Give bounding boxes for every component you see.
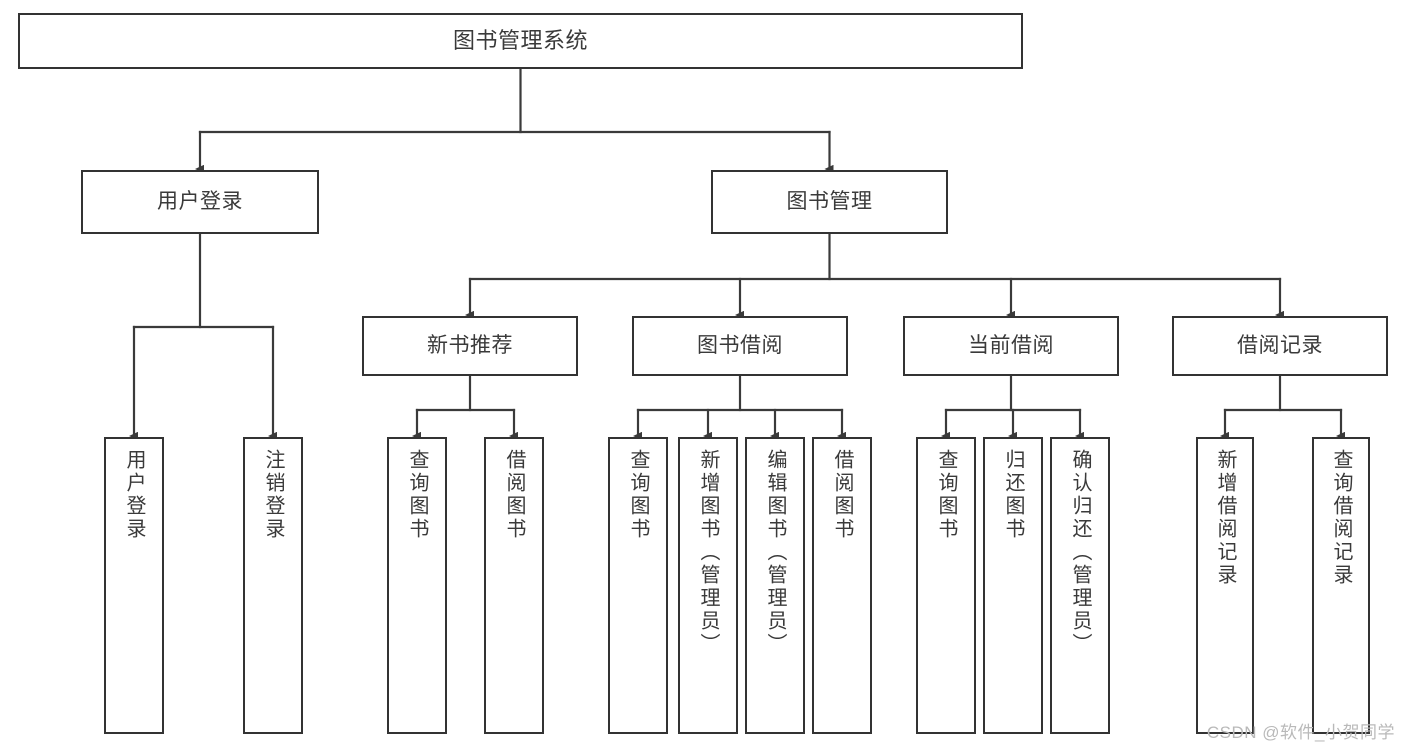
node-new-book-recommend[interactable]: 新书推荐 (362, 316, 578, 376)
leaf-query-borrow-record[interactable]: 查询借阅记录 (1312, 437, 1370, 734)
connector-lines (129, 67, 1345, 441)
node-user-login[interactable]: 用户登录 (81, 170, 319, 234)
node-label: 图书管理系统 (452, 28, 588, 54)
node-borrow-records[interactable]: 借阅记录 (1172, 316, 1388, 376)
node-label: 新增图书（管理员） (697, 449, 719, 656)
node-label: 借阅图书 (503, 449, 525, 541)
node-current-borrowing[interactable]: 当前借阅 (903, 316, 1119, 376)
leaf-borrow-book-new[interactable]: 借阅图书 (484, 437, 544, 734)
node-label: 新书推荐 (427, 333, 513, 357)
node-label: 查询图书 (935, 449, 957, 541)
leaf-confirm-return-admin[interactable]: 确认归还（管理员） (1050, 437, 1110, 734)
node-label: 编辑图书（管理员） (764, 449, 786, 656)
node-label: 新增借阅记录 (1214, 449, 1236, 587)
leaf-return-book[interactable]: 归还图书 (983, 437, 1043, 734)
leaf-add-book-admin[interactable]: 新增图书（管理员） (678, 437, 738, 734)
node-book-borrowing[interactable]: 图书借阅 (632, 316, 848, 376)
leaf-logout[interactable]: 注销登录 (243, 437, 303, 734)
node-label: 归还图书 (1002, 449, 1024, 541)
node-label: 图书管理 (786, 189, 873, 213)
leaf-query-book-new[interactable]: 查询图书 (387, 437, 447, 734)
leaf-user-login[interactable]: 用户登录 (104, 437, 164, 734)
node-book-management[interactable]: 图书管理 (711, 170, 948, 234)
leaf-borrow-book[interactable]: 借阅图书 (812, 437, 872, 734)
node-label: 注销登录 (262, 449, 284, 541)
node-label: 图书借阅 (697, 333, 783, 357)
leaf-query-book-borrow[interactable]: 查询图书 (608, 437, 668, 734)
leaf-edit-book-admin[interactable]: 编辑图书（管理员） (745, 437, 805, 734)
node-label: 查询借阅记录 (1330, 449, 1352, 587)
node-label: 查询图书 (627, 449, 649, 541)
node-label: 当前借阅 (968, 333, 1054, 357)
node-label: 查询图书 (406, 449, 428, 541)
node-label: 借阅记录 (1237, 333, 1323, 357)
leaf-add-borrow-record[interactable]: 新增借阅记录 (1196, 437, 1254, 734)
leaf-query-book-current[interactable]: 查询图书 (916, 437, 976, 734)
node-label: 用户登录 (123, 449, 145, 541)
node-label: 确认归还（管理员） (1069, 449, 1091, 656)
node-label: 用户登录 (157, 189, 243, 213)
node-root-system[interactable]: 图书管理系统 (18, 13, 1023, 69)
node-label: 借阅图书 (831, 449, 853, 541)
